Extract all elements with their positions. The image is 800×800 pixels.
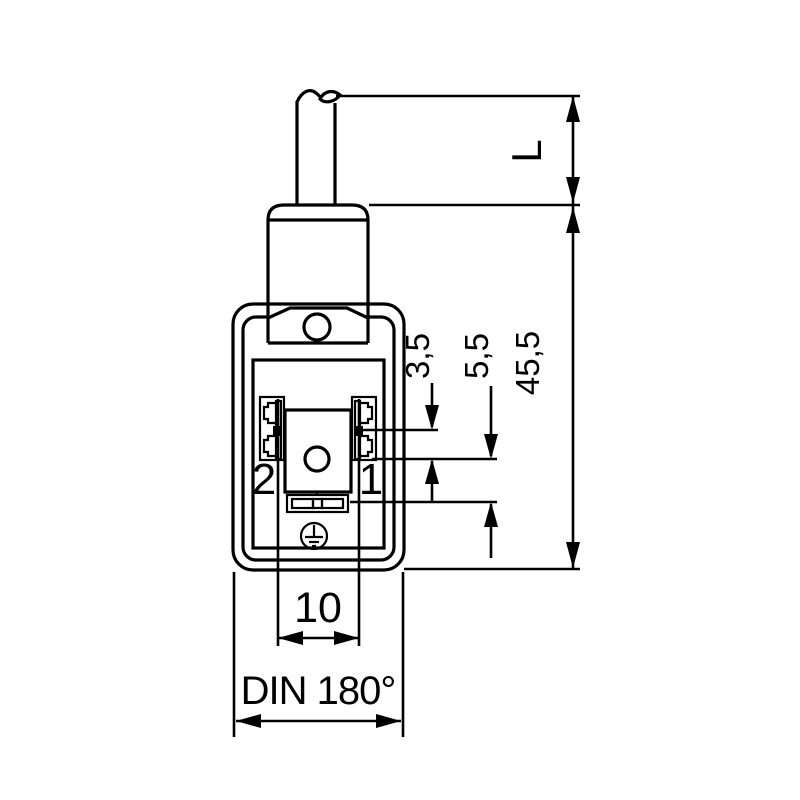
- dim-35-arrow-down-icon: [425, 405, 439, 430]
- dimension-contact-offset: 3,5: [399, 333, 439, 501]
- centre-block: [283, 408, 353, 494]
- connector-face: 2 1: [252, 395, 383, 551]
- connector-housing: [231, 302, 406, 572]
- dim-din-arrow-left-icon: [236, 714, 261, 728]
- dim-din-label: DIN 180°: [241, 669, 396, 713]
- centre-screw-circle: [303, 445, 331, 473]
- coding-slot: [285, 493, 350, 514]
- gland-trapezoid: [267, 306, 369, 320]
- coding-slot-centre: [311, 497, 324, 510]
- coding-slot-right: [320, 497, 345, 510]
- dim-10-arrow-left-icon: [278, 631, 303, 645]
- protective-earth-icon: [299, 521, 329, 551]
- dim-55-label: 5,5: [458, 333, 495, 379]
- contact-1-upper-tooth: [360, 401, 374, 425]
- dim-455-arrow-down-icon: [566, 542, 580, 568]
- dim-455-arrow-up-icon: [566, 207, 580, 233]
- dim-10-arrow-right-icon: [334, 631, 359, 645]
- gland-screw-circle: [302, 312, 332, 342]
- contact-pin-2: [258, 395, 286, 462]
- coding-slot-left: [290, 497, 315, 510]
- pin-label-1: 1: [359, 455, 383, 504]
- dimension-slot-offset: 5,5: [458, 333, 498, 558]
- extension-lines: [232, 94, 580, 737]
- dimension-pin-spacing: 10: [278, 584, 359, 645]
- contact-2-lower-tooth: [262, 434, 276, 458]
- pin-label-2: 2: [252, 455, 276, 504]
- contact-1-lower-tooth: [360, 434, 374, 458]
- gland-neck-mask: [269, 306, 367, 342]
- cable: [295, 89, 343, 206]
- dim-10-label: 10: [294, 584, 342, 632]
- grip-outline: [266, 203, 370, 343]
- dimension-overall-height: 45,5: [509, 206, 580, 568]
- dim-455-label: 45,5: [509, 331, 546, 395]
- contact-2-upper-tooth: [262, 401, 276, 425]
- face-plate: [251, 358, 386, 550]
- dimension-standard-width: DIN 180°: [236, 669, 401, 728]
- dimension-cable-length: L: [503, 96, 580, 205]
- dim-35-label: 3,5: [399, 333, 436, 379]
- dim-L-arrow-up-icon: [566, 96, 580, 122]
- housing-outer-outline: [231, 302, 406, 572]
- dim-L-arrow-down-icon: [566, 177, 580, 203]
- dim-55-arrow-down-icon: [484, 434, 498, 459]
- earth-circle: [299, 521, 329, 551]
- dim-L-label: L: [503, 139, 550, 162]
- dim-din-arrow-right-icon: [376, 714, 401, 728]
- coding-slot-frame: [285, 493, 350, 514]
- contact-pin-1: [350, 395, 378, 462]
- cable-grip: [266, 203, 370, 345]
